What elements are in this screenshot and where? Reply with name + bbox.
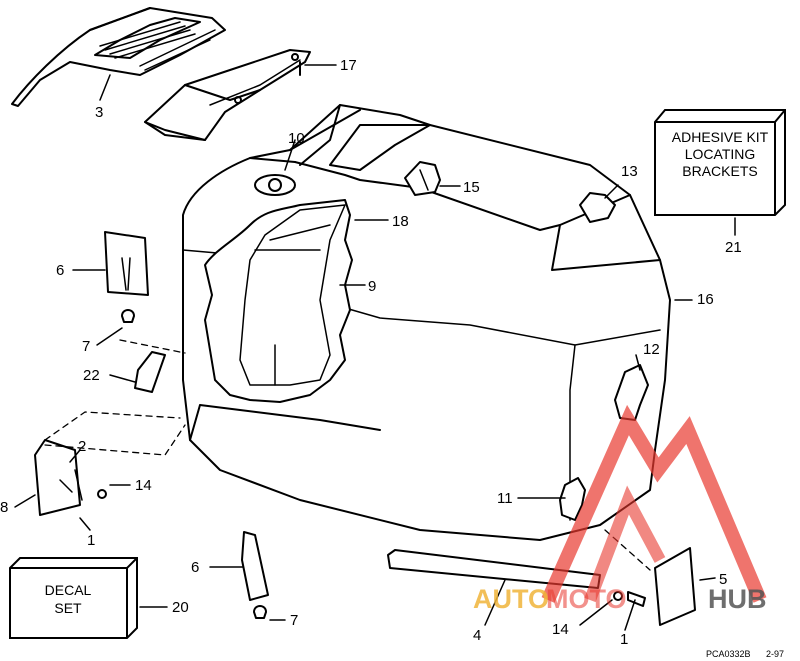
decal-part-22 [134, 351, 166, 393]
figure-code: PCA0332B [706, 649, 751, 659]
callout-8: 8 [0, 499, 8, 516]
callout-6-lower: 6 [191, 559, 199, 576]
grommet-part-lower [253, 605, 267, 619]
figure-date: 2-97 [766, 649, 784, 659]
screw-part-14-left [97, 489, 107, 499]
latch-plate-part-5 [654, 547, 696, 626]
decal-set-box: DECAL SET [9, 557, 138, 639]
callout-21: 21 [725, 239, 742, 256]
callout-7-upper: 7 [82, 338, 90, 355]
top-cover-part [144, 49, 311, 141]
callout-3: 3 [95, 104, 103, 121]
callout-15: 15 [463, 179, 480, 196]
callout-11: 11 [497, 490, 513, 507]
latch-plate-part-lower [241, 531, 269, 601]
vent-grille-part [11, 7, 226, 107]
adhesive-box-line-1: ADHESIVE KIT [672, 129, 769, 145]
callout-6-upper: 6 [56, 262, 64, 279]
callout-12: 12 [643, 341, 660, 358]
callout-1-right: 1 [620, 631, 628, 648]
callout-7-lower: 7 [290, 612, 298, 629]
callout-4: 4 [473, 627, 481, 644]
adhesive-kit-box: ADHESIVE KIT LOCATING BRACKETS [654, 109, 786, 216]
callout-5: 5 [719, 571, 727, 588]
callout-22: 22 [83, 367, 100, 384]
callout-labels: 3 17 10 15 13 18 9 16 12 11 6 7 22 2 14 … [0, 57, 742, 648]
watermark-text-moto: MOTO [546, 584, 627, 614]
bracket-part-11 [559, 477, 586, 521]
adhesive-box-line-2: LOCATING [685, 146, 756, 162]
adhesive-box-line-3: BRACKETS [682, 163, 757, 179]
callout-20: 20 [172, 599, 189, 616]
pin-part-1-right [627, 591, 646, 607]
callout-1-left: 1 [87, 532, 95, 549]
decal-box-line-2: SET [54, 600, 82, 616]
callout-13: 13 [621, 163, 638, 180]
watermark-logo: AUTO MOTO HUB [473, 404, 767, 614]
latch-plate-part-upper [104, 231, 149, 296]
bracket-part-13 [579, 192, 616, 223]
callout-10: 10 [288, 130, 305, 147]
watermark-text-hub: HUB [708, 584, 767, 614]
grommet-part-upper [121, 309, 135, 323]
engine-cowl-part [182, 104, 671, 541]
callout-14-left: 14 [135, 477, 152, 494]
callout-17: 17 [340, 57, 357, 74]
callout-14-right: 14 [552, 621, 569, 638]
screw-part-14-right [613, 591, 623, 601]
callout-16: 16 [697, 291, 714, 308]
decal-box-line-1: DECAL [45, 582, 92, 598]
callout-18: 18 [392, 213, 409, 230]
watermark-text-auto: AUTO [473, 584, 549, 614]
latch-plate-part-8 [34, 439, 83, 516]
callout-9: 9 [368, 278, 376, 295]
callout-2: 2 [78, 438, 86, 455]
